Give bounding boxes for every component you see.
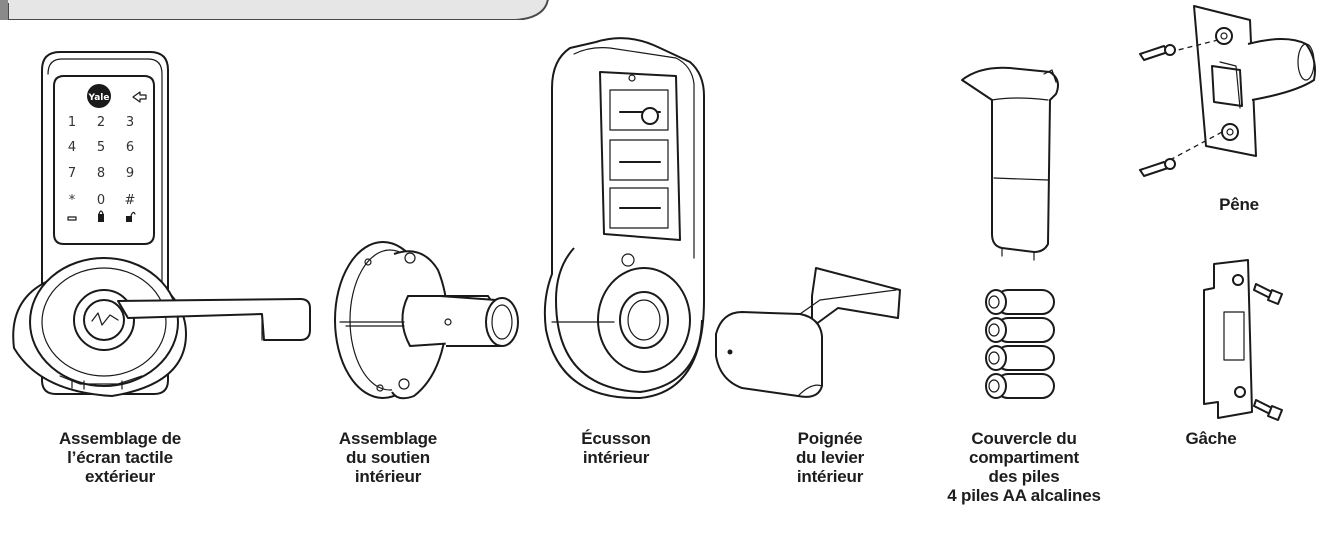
keypad-keys: 1 2 3 4 5 6 7 8 9 * 0 # [68, 115, 136, 208]
keypad-key: 9 [126, 166, 134, 181]
label-line: intérieur [796, 467, 864, 486]
interior-lever-illustration [715, 267, 901, 398]
keypad-key: * [69, 193, 76, 208]
latch-illustration [1139, 5, 1316, 177]
interior-support-illustration [334, 241, 519, 400]
label-line: du soutien [346, 448, 430, 467]
label-latch: Pêne [1194, 195, 1284, 214]
strike-plate-illustration [1203, 259, 1283, 421]
label-line: Assemblage [338, 429, 438, 448]
label-line: du levier [795, 448, 865, 467]
label-line: Poignée [797, 429, 863, 448]
label-exterior-touchscreen-assembly: Assemblage de l’écran tactile extérieur [40, 429, 200, 486]
label-line: extérieur [84, 467, 156, 486]
battery-cover-illustration [961, 66, 1059, 261]
keypad-key: 8 [97, 166, 105, 181]
label-line: intérieur [582, 448, 650, 467]
section-header-tab [0, 0, 549, 20]
keypad-key: 3 [126, 115, 134, 130]
aa-battery [985, 373, 1055, 399]
label-interior-support-assembly: Assemblage du soutien intérieur [318, 429, 458, 486]
aa-batteries-illustration [985, 289, 1055, 399]
keypad-brand-logo: Yale [88, 93, 110, 103]
label-line: compartiment [968, 448, 1079, 467]
keypad-key: 2 [97, 115, 105, 130]
label-line: Gâche [1185, 429, 1237, 448]
aa-battery [985, 289, 1055, 315]
exterior-touchscreen-illustration: Yale 1 2 3 4 5 6 7 8 9 * 0 # [12, 51, 311, 397]
keypad-key: # [125, 193, 136, 208]
label-line: des piles [988, 467, 1060, 486]
aa-battery [985, 317, 1055, 343]
keypad-key: 5 [97, 140, 105, 155]
keypad-key: 6 [126, 140, 134, 155]
label-line: Assemblage de [58, 429, 182, 448]
keypad-key: 1 [68, 115, 76, 130]
keypad-key: 4 [68, 140, 76, 155]
aa-battery [985, 345, 1055, 371]
label-line: Couvercle du [971, 429, 1077, 448]
keypad-key: 0 [97, 193, 105, 208]
label-line: 4 piles AA alcalines [947, 486, 1101, 505]
label-line: Écusson [581, 429, 651, 448]
label-line: Pêne [1219, 195, 1259, 214]
keypad-key: 7 [68, 166, 76, 181]
label-line: intérieur [354, 467, 422, 486]
label-battery-cover: Couvercle du compartiment des piles 4 pi… [924, 429, 1124, 505]
label-strike-plate: Gâche [1166, 429, 1256, 448]
label-line: l’écran tactile [67, 448, 173, 467]
interior-escutcheon-illustration [543, 37, 705, 400]
label-interior-escutcheon: Écusson intérieur [556, 429, 676, 467]
label-interior-lever-handle: Poignée du levier intérieur [770, 429, 890, 486]
